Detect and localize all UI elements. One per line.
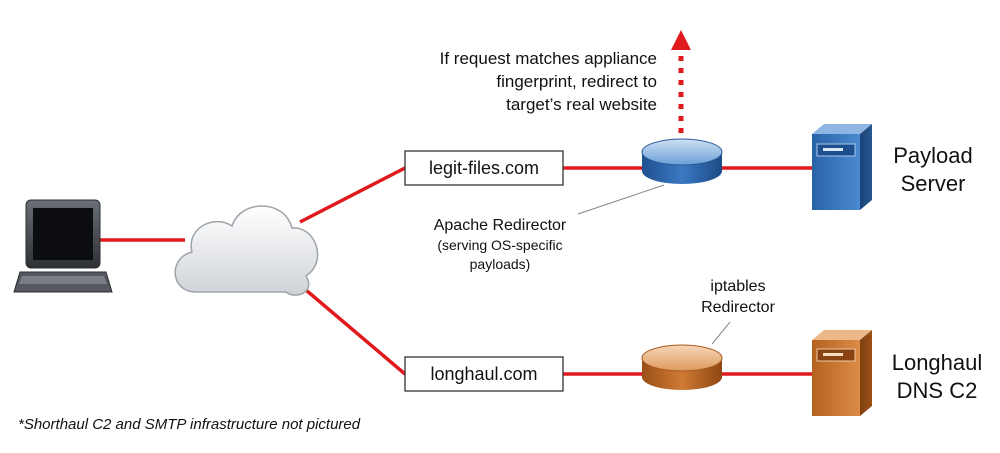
apache-title: Apache Redirector xyxy=(434,217,567,234)
redirect-arrow xyxy=(671,30,691,133)
laptop-icon xyxy=(13,199,113,293)
link-cloud-legit xyxy=(299,166,406,224)
link-cloud-longhaul xyxy=(298,283,407,376)
payload-line-2: Server xyxy=(901,171,966,196)
iptables-line-1: iptables xyxy=(710,278,765,295)
callout-line-apache xyxy=(577,184,665,215)
annotation-line-1: If request matches appliance xyxy=(440,49,657,68)
router-icon xyxy=(641,344,723,390)
server-icon xyxy=(812,124,872,210)
dns-line-1: Longhaul xyxy=(892,350,983,375)
annotation-line-2: fingerprint, redirect to xyxy=(496,72,657,91)
dns-line-2: DNS C2 xyxy=(897,378,978,403)
payload-server-label: Payload Server xyxy=(893,143,973,196)
domain-box-bottom: longhaul.com xyxy=(404,356,564,392)
connection-lines xyxy=(100,166,812,376)
server-icon xyxy=(812,330,872,416)
domain-box-top: legit-files.com xyxy=(404,150,564,186)
arrow-head-icon xyxy=(671,30,691,50)
domain-label-top: legit-files.com xyxy=(429,158,539,178)
cloud-icon xyxy=(174,205,319,296)
router-icon xyxy=(641,138,723,184)
annotation-line-3: target’s real website xyxy=(506,95,657,114)
redirect-annotation: If request matches appliance fingerprint… xyxy=(440,49,657,114)
iptables-redirector-label: iptables Redirector xyxy=(701,278,775,316)
dns-server-label: Longhaul DNS C2 xyxy=(892,350,983,403)
payload-line-1: Payload xyxy=(893,143,973,168)
callout-line-iptables xyxy=(711,321,731,345)
domain-label-bottom: longhaul.com xyxy=(430,364,537,384)
apache-line-3: payloads) xyxy=(470,256,531,272)
apache-line-2: (serving OS-specific xyxy=(437,237,562,253)
apache-redirector-label: Apache Redirector (serving OS-specific p… xyxy=(434,217,567,272)
iptables-line-2: Redirector xyxy=(701,299,775,316)
footnote: *Shorthaul C2 and SMTP infrastructure no… xyxy=(18,416,361,433)
